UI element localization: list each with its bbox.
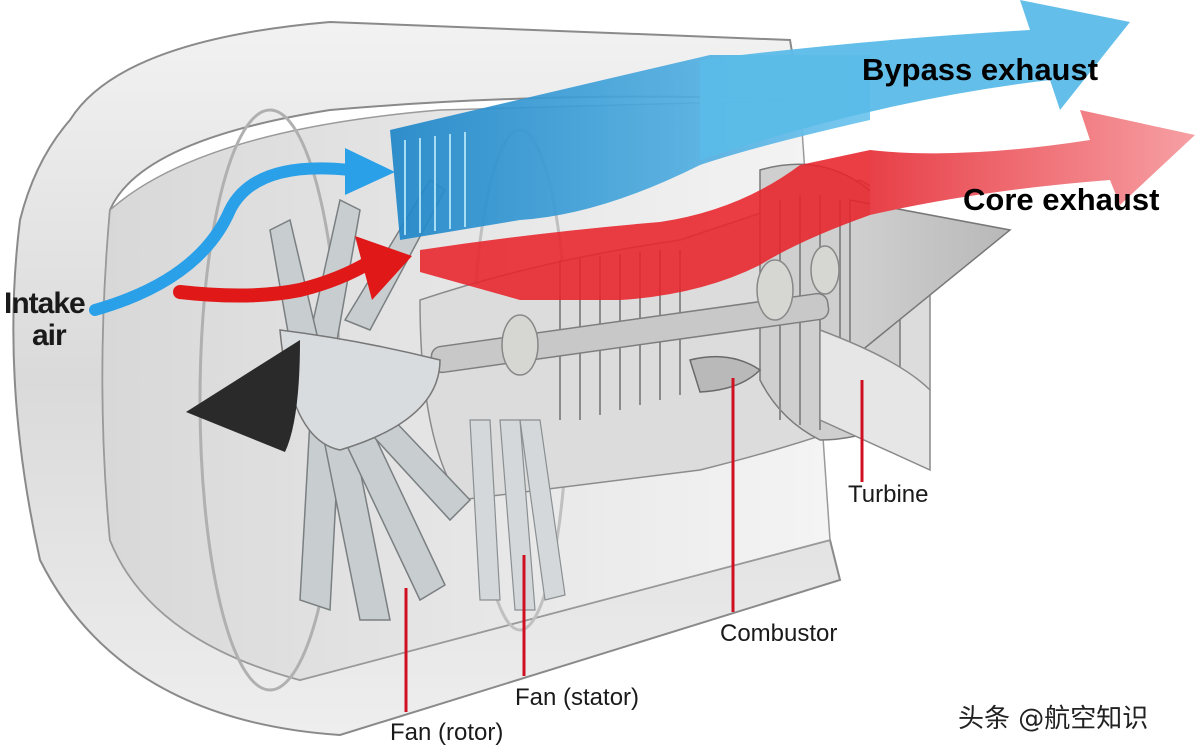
combustor-label: Combustor bbox=[720, 620, 838, 647]
intake-arrow-red-head bbox=[355, 236, 412, 300]
intake-air-label: Intake air bbox=[4, 287, 86, 352]
bypass-vane-lines bbox=[404, 132, 466, 235]
shaft-bearing-front bbox=[501, 314, 539, 376]
exhaust-cone bbox=[849, 199, 1012, 362]
intake-air-label-line1: Intake bbox=[4, 287, 86, 320]
spinner-cone bbox=[186, 340, 300, 452]
combustor-chamber bbox=[689, 355, 762, 393]
bypass-exhaust-label: Bypass exhaust bbox=[862, 52, 1099, 87]
core-exhaust-arrow bbox=[870, 110, 1195, 215]
fan-rotor-label: Fan (rotor) bbox=[390, 719, 504, 746]
shaft-bearing-rear bbox=[756, 259, 794, 321]
spinner-hub bbox=[279, 329, 441, 451]
core-exhaust-label: Core exhaust bbox=[963, 182, 1160, 217]
bypass-exhaust-arrow bbox=[700, 0, 1130, 160]
shaft-end bbox=[810, 245, 840, 295]
core-flow-band bbox=[420, 150, 870, 300]
fan-stator-vanes bbox=[469, 419, 566, 611]
exhaust-nozzle bbox=[819, 328, 931, 472]
fan-stator-label: Fan (stator) bbox=[515, 684, 640, 711]
watermark-text: 头条 @航空知识 bbox=[958, 704, 1149, 734]
intake-arrow-blue bbox=[89, 162, 356, 316]
intake-arrow-blue-head bbox=[345, 148, 395, 195]
intake-arrow-red bbox=[173, 255, 377, 303]
intake-air-label-line2: air bbox=[32, 319, 67, 352]
turbine-label: Turbine bbox=[848, 481, 929, 508]
leader-lines bbox=[404, 378, 864, 712]
